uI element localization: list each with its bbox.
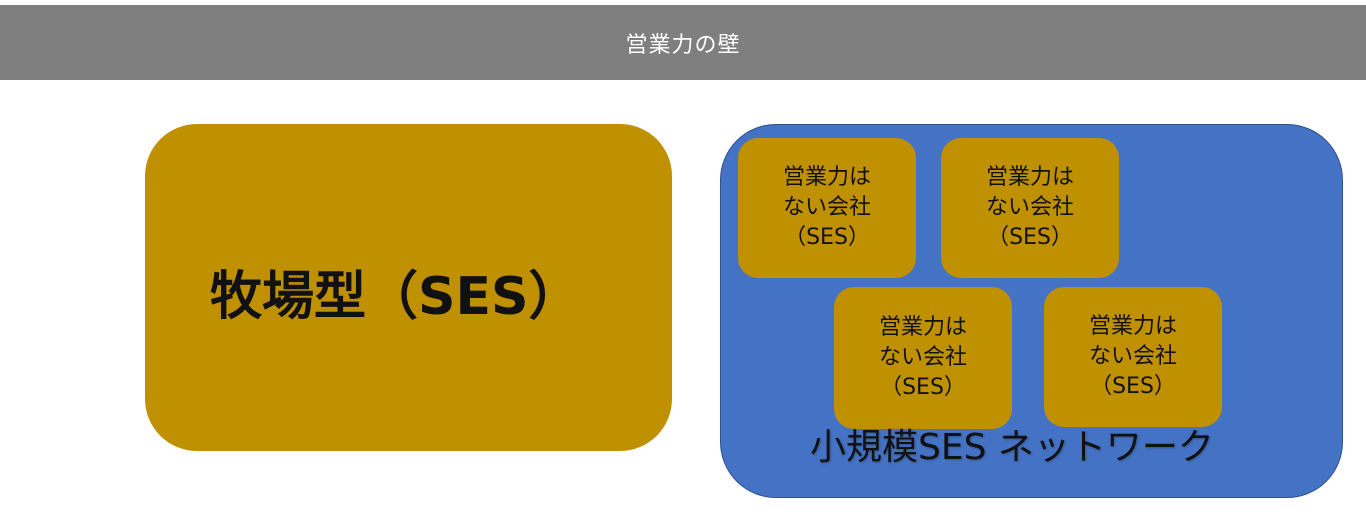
- company-line-3: （SES）: [784, 225, 870, 250]
- ranch-type-label: 牧場型（SES）: [210, 267, 581, 327]
- company-line-3: （SES）: [1090, 374, 1176, 399]
- company-line-1: 営業力は: [985, 165, 1074, 190]
- company-line-3: （SES）: [987, 225, 1073, 250]
- company-line-2: ない会社: [878, 345, 967, 370]
- company-box: 営業力は ない会社 （SES）: [738, 138, 916, 278]
- company-line-3: （SES）: [880, 375, 966, 400]
- company-line-2: ない会社: [782, 195, 871, 220]
- diagram-title: 営業力の壁: [625, 32, 741, 58]
- company-line-2: ない会社: [985, 195, 1074, 220]
- ranch-type-box: 牧場型（SES）: [145, 124, 672, 451]
- company-line-1: 営業力は: [782, 165, 871, 190]
- network-label: 小規模SES ネットワーク: [810, 427, 1214, 468]
- company-box: 営業力は ない会社 （SES）: [941, 138, 1119, 278]
- company-box: 営業力は ない会社 （SES）: [1044, 287, 1222, 427]
- company-line-1: 営業力は: [878, 315, 967, 340]
- title-bar: 営業力の壁: [0, 5, 1366, 80]
- company-line-1: 営業力は: [1088, 314, 1177, 339]
- company-box: 営業力は ない会社 （SES）: [834, 287, 1012, 429]
- company-line-2: ない会社: [1088, 344, 1177, 369]
